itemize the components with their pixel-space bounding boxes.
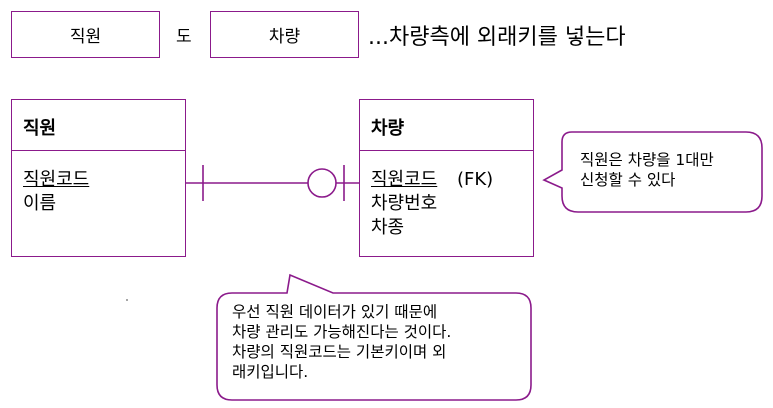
entity-employee: 직원 직원코드 이름 xyxy=(11,99,186,257)
entity-vehicle-divider xyxy=(360,150,533,151)
entity-vehicle-fk: 직원코드 xyxy=(371,169,438,190)
entity-vehicle-fk-tag: (FK) xyxy=(456,169,494,190)
header-note: ...차량측에 외래키를 넣는다 xyxy=(368,25,626,50)
cardinality-zero-circle xyxy=(307,168,337,198)
entity-vehicle-attr-type: 차종 xyxy=(371,217,405,238)
entity-employee-divider xyxy=(12,150,185,151)
entity-employee-name: 직원 xyxy=(23,118,57,139)
entity-employee-pk: 직원코드 xyxy=(23,169,90,190)
callout-right-bubble xyxy=(542,131,763,213)
header-box-vehicle-label: 차량 xyxy=(268,27,301,47)
callout-right-line: 직원은 차량을 1대만 xyxy=(580,151,714,169)
entity-vehicle: 차량 직원코드 (FK) 차량번호 차종 xyxy=(359,99,534,257)
entity-vehicle-attr-number: 차량번호 xyxy=(371,193,438,214)
entity-vehicle-fk-row: 직원코드 (FK) xyxy=(371,168,493,192)
callout-bottom-line: 래키입니다. xyxy=(232,363,309,381)
header-connector: 도 xyxy=(176,27,192,47)
header-box-employee-label: 직원 xyxy=(69,27,102,47)
header-box-vehicle: 차량 xyxy=(210,11,359,58)
entity-vehicle-name: 차량 xyxy=(371,118,405,139)
callout-bottom-line: 차량 관리도 가능해진다는 것이다. xyxy=(232,323,452,341)
entity-employee-attr-name: 이름 xyxy=(23,193,57,214)
callout-bottom: 우선 직원 데이터가 있기 때문에 차량 관리도 가능해진다는 것이다. 차량의… xyxy=(232,302,451,382)
callout-bottom-line: 우선 직원 데이터가 있기 때문에 xyxy=(232,303,438,321)
header-box-employee: 직원 xyxy=(11,11,160,58)
callout-bottom-line: 차량의 직원코드는 기본키이며 외 xyxy=(232,343,447,361)
callout-bottom-bubble xyxy=(216,273,532,401)
stray-dot xyxy=(126,299,128,301)
callout-right-line: 신청할 수 있다 xyxy=(580,171,676,189)
callout-right: 직원은 차량을 1대만 신청할 수 있다 xyxy=(580,150,714,190)
